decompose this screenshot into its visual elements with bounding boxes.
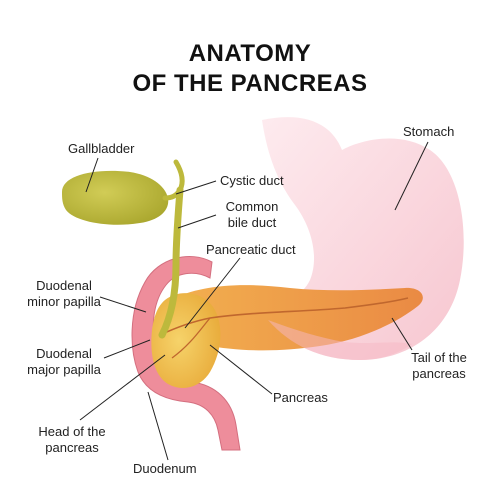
pancreatic-duct-branch xyxy=(171,317,211,359)
label-common-bile-duct-line-2: bile duct xyxy=(227,215,277,230)
duodenum-shape xyxy=(131,255,241,451)
pancreas-body-shape xyxy=(170,285,423,351)
stomach-overlay xyxy=(268,320,412,360)
label-common-bile-duct-line-1: Common xyxy=(225,199,279,214)
title-line-1: ANATOMY xyxy=(188,40,312,67)
label-pancreas: Pancreas xyxy=(273,390,328,405)
label-common-bile-duct: Common bile duct xyxy=(220,199,284,231)
label-head-line-2: pancreas xyxy=(45,440,99,455)
leader-pancreas xyxy=(209,344,273,395)
leader-tail xyxy=(391,317,413,351)
pancreatic-duct xyxy=(159,297,409,336)
label-stomach: Stomach xyxy=(403,124,455,139)
leader-gallbladder xyxy=(85,157,99,193)
gallbladder-shape xyxy=(62,170,169,225)
common-bile-duct xyxy=(158,186,184,339)
leader-lines xyxy=(79,141,429,461)
leader-major-papilla xyxy=(103,339,151,359)
label-tail-of-pancreas: Tail of the pancreas xyxy=(397,350,481,382)
leader-head xyxy=(79,354,166,421)
label-minor-papilla-line-2: minor papilla xyxy=(27,294,101,309)
label-tail-line-1: Tail of the xyxy=(411,350,467,365)
leader-pancreatic-duct xyxy=(184,257,241,329)
label-gallbladder: Gallbladder xyxy=(68,141,135,156)
label-minor-papilla-line-1: Duodenal xyxy=(36,278,92,293)
label-major-papilla-line-1: Duodenal xyxy=(36,346,92,361)
label-major-papilla-line-2: major papilla xyxy=(27,362,101,377)
leader-stomach xyxy=(394,141,429,211)
label-major-papilla: Duodenal major papilla xyxy=(14,346,114,378)
leader-cystic-duct xyxy=(175,180,217,195)
label-duodenum: Duodenum xyxy=(133,461,197,476)
label-head-line-1: Head of the xyxy=(38,424,106,439)
leader-duodenum xyxy=(147,391,169,461)
leader-minor-papilla xyxy=(99,296,147,313)
label-cystic-duct: Cystic duct xyxy=(220,173,284,188)
title-line-2: OF THE PANCREAS xyxy=(132,70,368,97)
label-tail-line-2: pancreas xyxy=(412,366,466,381)
label-minor-papilla: Duodenal minor papilla xyxy=(14,278,114,310)
label-head-of-pancreas: Head of the pancreas xyxy=(22,424,122,456)
pancreas-head-shape xyxy=(151,293,221,388)
label-pancreatic-duct: Pancreatic duct xyxy=(206,242,296,257)
leader-common-bile-duct xyxy=(177,214,217,229)
